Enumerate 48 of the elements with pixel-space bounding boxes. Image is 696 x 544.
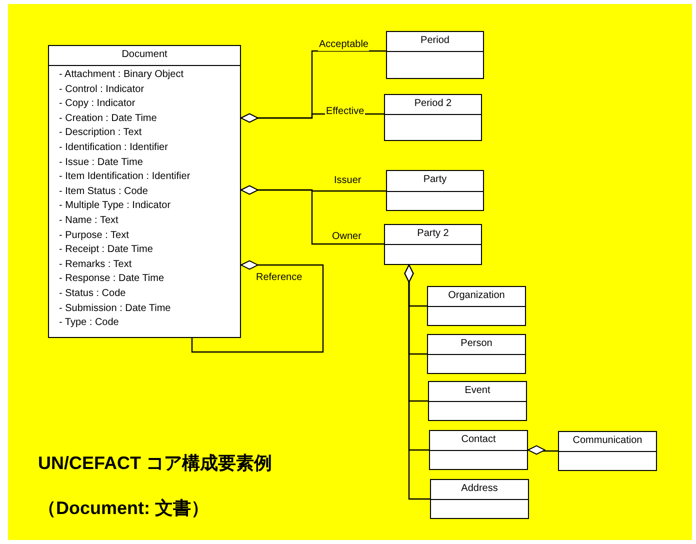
aggregation-connector [404, 264, 430, 500]
aggregation-connector [240, 185, 384, 245]
attribute-text: - Copy : Indicator [59, 97, 136, 112]
class-name: Contact [461, 433, 496, 447]
class-name: Communication [572, 434, 642, 448]
class-name: Period 2 [414, 97, 452, 111]
attribute-text: - Submission : Date Time [59, 302, 171, 316]
attribute-text: - Receipt : Date Time [59, 243, 153, 258]
attribute-text: - Multiple Type : Indicator [59, 199, 171, 214]
attribute-text: - Item Status : Code [59, 184, 148, 199]
aggregation-connector [528, 445, 558, 455]
class-box [430, 479, 529, 519]
class-box [384, 224, 482, 265]
class-name: Person [460, 337, 492, 351]
edge-label: Acceptable [318, 39, 370, 51]
class-box [384, 94, 482, 141]
edge-label: Effective [325, 106, 366, 118]
class-box [429, 430, 528, 470]
class-name: Address [461, 482, 498, 496]
attribute-text: - Status : Code [59, 286, 126, 301]
class-box [558, 431, 657, 471]
caption-text: UN/CEFACT コア構成要素例 [38, 452, 272, 475]
attribute-text: - Name : Text [59, 214, 118, 228]
class-box [48, 45, 241, 338]
class-box [427, 334, 526, 374]
attribute-text: - Creation : Date Time [59, 112, 157, 126]
attribute-text: - Remarks : Text [59, 258, 132, 272]
attribute-text: - Type : Code [59, 316, 119, 330]
attribute-text: - Attachment : Binary Object [59, 68, 184, 82]
class-name: Party 2 [417, 227, 449, 241]
attribute-text: - Issue : Date Time [59, 156, 143, 170]
class-name: Document [122, 48, 168, 62]
caption-text: （Document: 文書） [38, 497, 209, 520]
class-name: Organization [448, 289, 505, 303]
attribute-text: - Description : Text [59, 126, 142, 140]
class-name: Party [423, 173, 447, 187]
attribute-text: - Identification : Identifier [59, 140, 168, 155]
class-box [428, 381, 527, 421]
class-name: Period [420, 34, 450, 48]
attribute-text: - Purpose : Text [59, 228, 129, 243]
attribute-text: - Item Identification : Identifier [59, 170, 190, 184]
attribute-text: - Control : Indicator [59, 82, 144, 97]
attribute-text: - Response : Date Time [59, 272, 164, 286]
class-box [386, 31, 484, 79]
class-name: Event [464, 384, 490, 398]
class-box [427, 286, 526, 326]
class-box [386, 170, 484, 211]
aggregation-connector [191, 260, 324, 353]
